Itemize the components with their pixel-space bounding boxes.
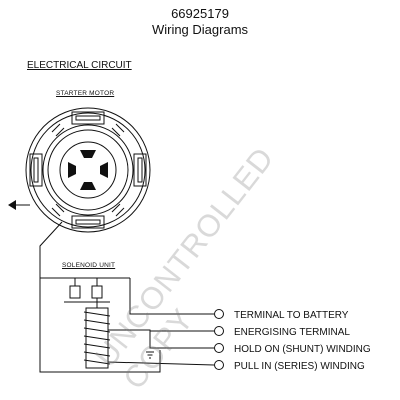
pullin-line: [107, 361, 215, 366]
field-coil-right-inner: [137, 157, 143, 183]
terminal-energising: [214, 326, 224, 336]
solenoid-contact-right: [91, 285, 103, 299]
field-coil-bottom-inner: [75, 219, 101, 225]
brush-right: [100, 162, 108, 178]
motor-ring-3: [42, 124, 134, 216]
energising-line: [108, 329, 214, 332]
terminal-pullin: [214, 360, 224, 370]
motor-ring-2: [30, 112, 146, 228]
brush-top: [80, 150, 96, 158]
field-coil-left-inner: [33, 157, 39, 183]
starter-motor-label: STARTER MOTOR: [56, 90, 115, 97]
field-coil-bottom: [71, 215, 105, 229]
coil-link-tr: [111, 123, 125, 137]
solenoid-contact-left: [69, 285, 81, 299]
terminal-holdon: [214, 343, 224, 353]
coil-turns: [83, 311, 111, 365]
coil-link-br: [111, 203, 125, 217]
brush-left: [68, 162, 76, 178]
arrow-head: [8, 200, 16, 210]
motor-ring-4: [47, 129, 129, 211]
terminal-holdon-label: HOLD ON (SHUNT) WINDING: [234, 344, 371, 355]
section-title: ELECTRICAL CIRCUIT: [27, 60, 132, 71]
coil-link-bl: [51, 203, 65, 217]
document-title: Wiring Diagrams: [151, 22, 249, 37]
terminal-battery-label: TERMINAL TO BATTERY: [234, 310, 349, 321]
field-coil-left: [29, 153, 43, 187]
field-coil-top: [71, 111, 105, 125]
ground-symbol: [146, 351, 154, 359]
motor-inner-ring: [59, 141, 117, 199]
terminal-battery: [214, 309, 224, 319]
battery-line: [129, 278, 214, 315]
brush-bottom: [80, 182, 96, 190]
holdon-line: [149, 331, 214, 349]
coil-link-tl: [51, 123, 65, 137]
solenoid-unit-label: SOLENOID UNIT: [62, 262, 116, 269]
document-number: 66925179: [171, 6, 229, 21]
field-coil-top-inner: [75, 115, 101, 121]
terminal-energising-label: ENERGISING TERMINAL: [234, 327, 350, 338]
motor-lead: [39, 221, 161, 373]
terminal-pullin-label: PULL IN (SERIES) WINDING: [234, 361, 365, 372]
field-coil-right: [133, 153, 147, 187]
motor-outer-ring: [25, 107, 151, 233]
